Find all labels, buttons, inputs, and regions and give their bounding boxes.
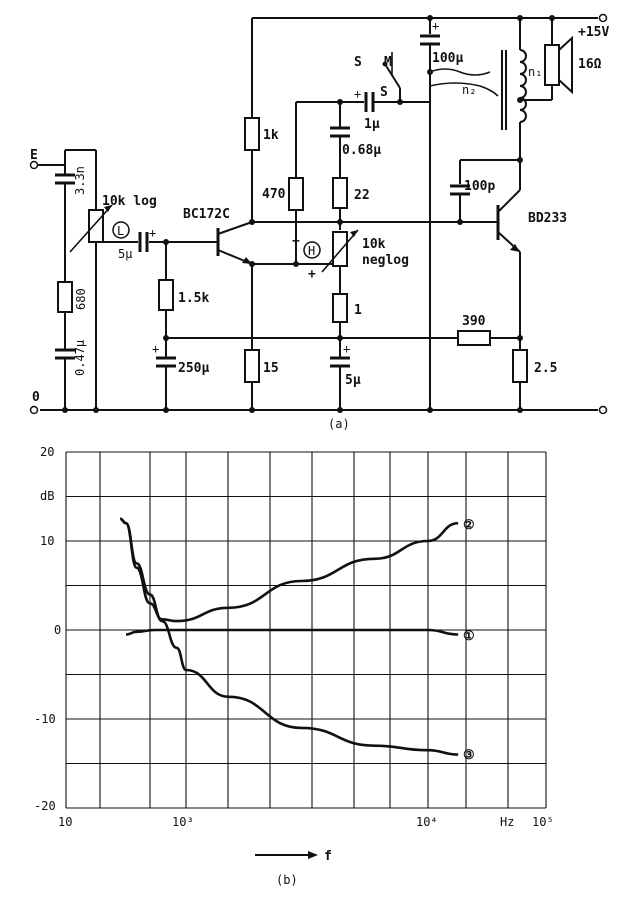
svg-text:+: +: [149, 226, 156, 240]
caption-a: (a): [328, 417, 350, 431]
label-5u-input: 5μ: [118, 247, 132, 261]
ground-rail-terminal: [598, 405, 608, 415]
pot-10k-log: [88, 209, 104, 243]
y-tick-label: 10: [40, 534, 54, 548]
resistor-15: [244, 349, 260, 383]
curve-label-1: ①: [463, 629, 475, 644]
label-bc172c: BC172C: [183, 207, 230, 222]
switch-label-s1: S: [354, 55, 362, 70]
supply-label: +15V: [578, 25, 609, 40]
pot-h-plus: +: [308, 267, 316, 282]
label-1: 1: [354, 303, 362, 318]
speaker-coil: [544, 44, 560, 86]
transformer-n2-winding: [429, 68, 491, 76]
supply-terminal: [598, 13, 608, 23]
resistor-1k5: [158, 279, 174, 311]
y-tick-label: -20: [34, 799, 56, 813]
transformer-n1-winding: [519, 49, 527, 123]
capacitor-5u-emitter: [330, 356, 350, 368]
label-0-68u: 0.68μ: [342, 143, 381, 158]
resistor-1k: [244, 117, 260, 151]
input-terminal: [29, 160, 39, 170]
x-tick-label: 10⁵: [532, 815, 554, 829]
resistor-22: [332, 177, 348, 209]
label-1k5: 1.5k: [178, 291, 209, 306]
circuit-schematic: +15V 0 E 3.3n 680 0.47μ: [29, 13, 609, 431]
transistor-bc172c: [208, 221, 253, 265]
resistor-470: [288, 177, 304, 211]
x-tick-label: 10³: [172, 815, 194, 829]
svg-text:+: +: [354, 87, 361, 101]
label-0-47u: 0.47μ: [73, 340, 87, 376]
frequency-response-chart: 20 10 0 -10 -20 dB 10 10³ 10⁴ 10⁵ Hz ② ①…: [34, 445, 554, 887]
label-1u: 1μ: [364, 117, 380, 132]
resistor-390: [457, 330, 491, 346]
capacitor-0-47u: [55, 348, 75, 360]
label-bd233: BD233: [528, 211, 567, 226]
ground-input-terminal: [29, 405, 39, 415]
label-680: 680: [74, 288, 88, 310]
capacitor-1u: [364, 92, 375, 112]
label-250u: 250μ: [178, 361, 209, 376]
input-terminal-label: E: [30, 148, 38, 163]
resistor-1: [332, 293, 348, 323]
pot-h-marker-circle: [303, 241, 321, 259]
chart-curves: [119, 517, 459, 756]
transformer-n1-label: n₁: [528, 65, 542, 79]
y-axis-unit: dB: [40, 489, 54, 503]
x-tick-label: 10: [58, 815, 72, 829]
resistor-2-5: [512, 349, 528, 383]
capacitor-0-68u: [330, 126, 350, 138]
label-3n3: 3.3n: [73, 166, 87, 195]
label-5u-emitter: 5μ: [345, 373, 361, 388]
series-line-2: [119, 517, 459, 623]
label-470: 470: [262, 187, 286, 202]
series-line-3: [119, 517, 459, 756]
pot-l-label: 10k log: [102, 194, 157, 209]
capacitor-100u: [420, 34, 440, 46]
x-axis-unit: Hz: [500, 815, 514, 829]
transistor-bd233: [496, 175, 521, 253]
svg-text:+: +: [152, 342, 159, 356]
pot-h-label-2: neglog: [362, 253, 409, 268]
label-100u: 100μ: [432, 51, 463, 66]
resistor-680: [57, 281, 73, 313]
ground-terminal-label: 0: [32, 390, 40, 405]
pot-h-minus: −: [292, 234, 300, 249]
speaker-cone: [558, 35, 573, 95]
y-tick-label: 0: [54, 623, 61, 637]
label-2-5: 2.5: [534, 361, 557, 376]
transformer-n2-label: n₂: [462, 83, 476, 97]
svg-text:+: +: [343, 342, 350, 356]
label-22: 22: [354, 188, 370, 203]
pot-h-marker: H: [308, 244, 315, 258]
pot-l-marker-circle: [112, 221, 130, 239]
y-tick-label: 20: [40, 445, 54, 459]
label-1k: 1k: [263, 128, 279, 143]
frequency-label: f: [324, 849, 332, 864]
curve-label-3: ③: [463, 748, 475, 763]
pot-h-label-1: 10k: [362, 237, 386, 252]
x-tick-label: 10⁴: [416, 815, 438, 829]
y-tick-label: -10: [34, 712, 56, 726]
curve-label-2: ②: [463, 518, 475, 533]
label-390: 390: [462, 314, 486, 329]
caption-b: (b): [276, 873, 298, 887]
switch-label-m: M: [384, 55, 392, 70]
capacitor-5u-input: [138, 232, 149, 252]
switch-sm: [382, 52, 401, 102]
pot-10k-neglog: [332, 231, 348, 267]
capacitor-250u: [156, 356, 176, 368]
switch-label-s2: S: [380, 85, 388, 100]
speaker-label: 16Ω: [578, 57, 602, 72]
label-100p: 100p: [464, 179, 495, 194]
pot-l-marker: L: [117, 224, 124, 238]
svg-text:+: +: [432, 19, 439, 33]
capacitor-3n3: [55, 173, 75, 185]
series-line-1: [125, 628, 459, 636]
label-15: 15: [263, 361, 279, 376]
